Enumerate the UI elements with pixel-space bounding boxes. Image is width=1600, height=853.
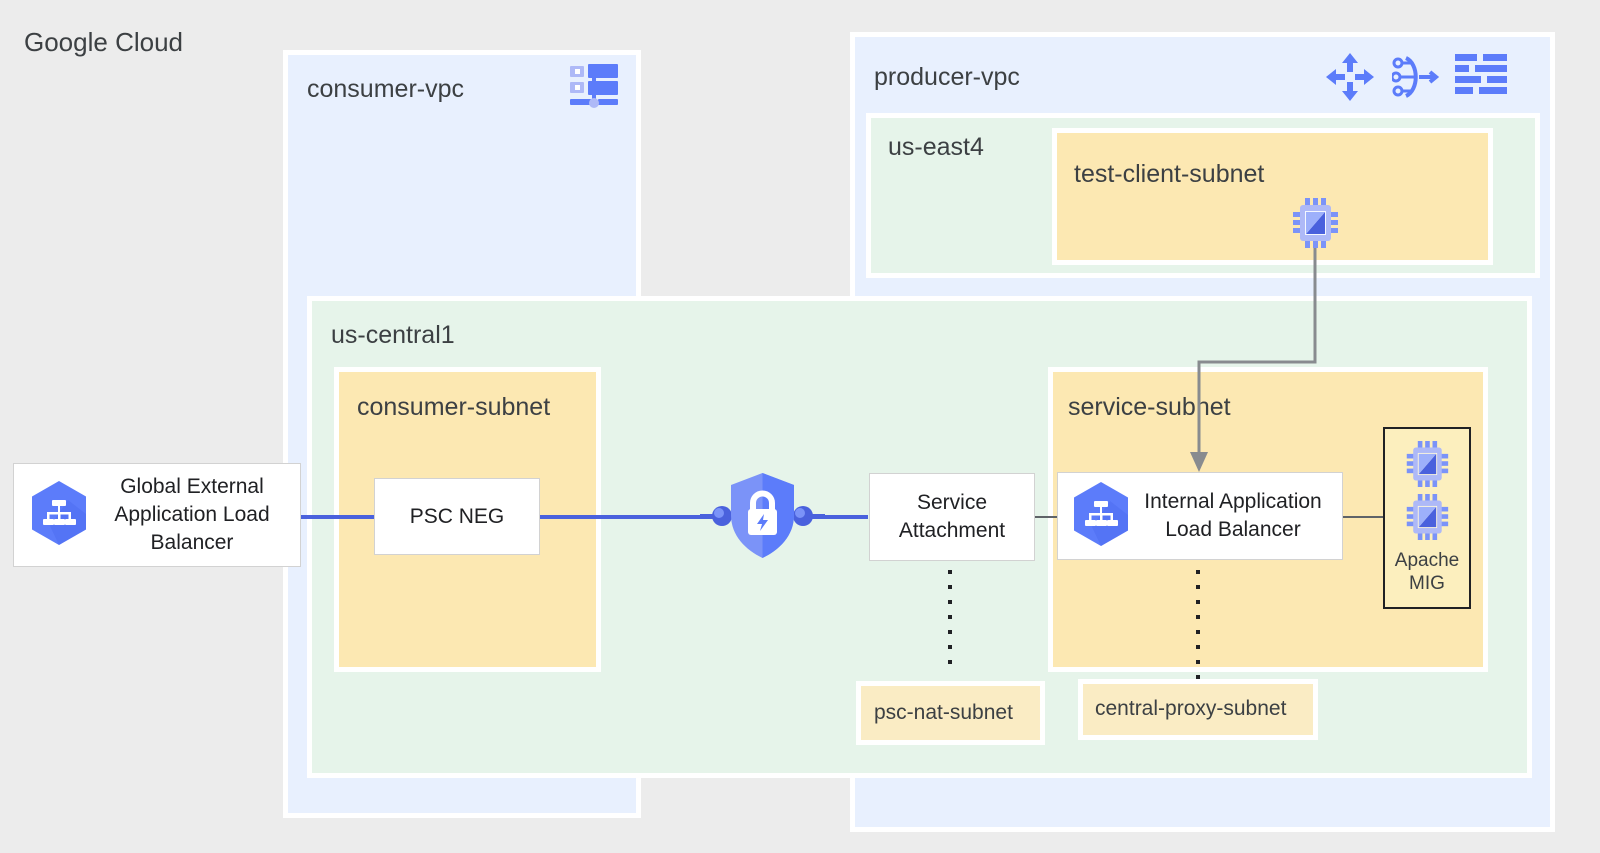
node-label-line: Service [916,491,987,514]
node-label-line: Balancer [150,531,234,554]
node-label-line: MIG [1409,573,1445,594]
subnet-central-proxy-subnet[interactable] [1078,679,1318,740]
vm-chip-icon [1405,441,1449,492]
connector-shield-to-service-attachment [806,515,868,519]
node-service-attachment-label: Service Attachment [899,489,1005,545]
vm-chip-icon [1292,198,1338,253]
connector-service-attachment-to-psc-nat [948,570,952,675]
connector-alb-to-psc-neg [300,515,375,519]
subnet-psc-nat-subnet[interactable] [856,681,1045,745]
container-us-east4-label: us-east4 [888,133,984,161]
connector-psc-neg-to-shield [538,515,718,519]
vm-chip-icon [1405,494,1449,545]
subnet-test-client-subnet[interactable] [1052,128,1493,265]
container-us-central1-label: us-central1 [331,321,455,349]
vpc-network-icon [568,60,620,117]
load-balancer-hexagon-icon [1070,480,1132,553]
connector-ilb-to-mig [1342,516,1383,518]
container-producer-vpc-label: producer-vpc [874,63,1020,91]
connector-ilb-to-central-proxy [1196,570,1200,685]
node-label-line: Application Load [114,503,270,526]
subnet-service-subnet-label: service-subnet [1068,393,1231,421]
node-psc-neg-label: PSC NEG [409,504,505,528]
connector-service-attachment-to-ilb [1034,516,1058,518]
node-label-line: Internal Application [1144,490,1322,513]
subnet-psc-nat-subnet-label: psc-nat-subnet [874,701,1013,724]
node-service-attachment[interactable]: Service Attachment [869,473,1035,561]
node-apache-mig[interactable]: Apache MIG [1383,427,1471,609]
node-internal-alb[interactable]: Internal Application Load Balancer [1057,472,1343,560]
node-global-external-alb[interactable]: Global External Application Load Balance… [13,463,301,567]
page-title: Google Cloud [24,27,183,57]
subnet-central-proxy-subnet-label: central-proxy-subnet [1095,697,1287,720]
subnet-test-client-subnet-label: test-client-subnet [1074,160,1265,188]
node-apache-mig-label: Apache MIG [1395,549,1459,595]
routes-icon [1325,52,1375,107]
node-psc-neg[interactable]: PSC NEG [374,478,540,555]
node-internal-alb-label: Internal Application Load Balancer [1132,488,1342,544]
node-label-line: Apache [1394,550,1460,571]
private-service-connect-shield-lock-icon [700,470,825,567]
vpc-network-icon [1455,52,1507,107]
node-label-line: Global External [120,475,264,498]
node-label-line: Attachment [898,519,1006,542]
node-global-external-alb-label: Global External Application Load Balance… [90,473,300,557]
cloud-nat-icon [1390,52,1442,107]
load-balancer-hexagon-icon [28,479,90,552]
subnet-consumer-subnet-label: consumer-subnet [357,393,551,421]
node-label-line: Load Balancer [1165,518,1301,541]
container-consumer-vpc-label: consumer-vpc [307,75,464,103]
